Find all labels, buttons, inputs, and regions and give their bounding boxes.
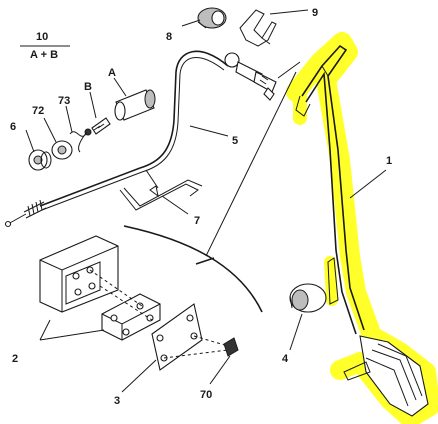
assembly-guide-lines xyxy=(89,269,229,359)
label-72: 72 xyxy=(32,105,44,117)
part-6-bush xyxy=(28,149,52,171)
floor-panel-edge xyxy=(123,71,297,313)
label-2: 2 xyxy=(12,353,18,365)
mounting-plate xyxy=(101,293,161,341)
label-73: 73 xyxy=(58,95,70,107)
label-7: 7 xyxy=(194,215,200,227)
throttle-cable xyxy=(4,50,277,228)
cable-clip xyxy=(239,9,277,47)
label-3: 3 xyxy=(114,395,120,407)
plug-70 xyxy=(223,337,239,357)
gasket-plate xyxy=(151,303,203,371)
label-8: 8 xyxy=(166,31,172,43)
part-b-bolt xyxy=(84,117,111,136)
switch-block xyxy=(39,235,119,313)
accelerator-pedal xyxy=(295,44,429,417)
label-9: 9 xyxy=(312,7,318,19)
label-1: 1 xyxy=(386,155,392,167)
label-5: 5 xyxy=(232,135,238,147)
pedal-stop xyxy=(289,283,327,313)
cable-end-fitting xyxy=(224,52,277,101)
leader-lines xyxy=(20,9,387,393)
callout-labels: 1 2 3 4 5 6 7 8 9 10 A + B 72 73 B A 70 xyxy=(10,7,392,407)
bracket-assembly xyxy=(28,89,156,171)
cable-threaded-end xyxy=(4,199,47,228)
label-b: B xyxy=(84,81,92,93)
part-73-spring xyxy=(69,131,88,153)
label-70: 70 xyxy=(200,389,212,401)
label-4: 4 xyxy=(282,353,289,365)
part-a-cylinder xyxy=(114,89,156,121)
part-72-nut xyxy=(51,140,73,160)
grommet xyxy=(197,7,227,29)
label-10: 10 xyxy=(36,31,48,43)
return-spring xyxy=(119,169,203,211)
label-6: 6 xyxy=(10,121,16,133)
label-a-plus-b: A + B xyxy=(30,49,58,61)
label-a: A xyxy=(108,67,116,79)
